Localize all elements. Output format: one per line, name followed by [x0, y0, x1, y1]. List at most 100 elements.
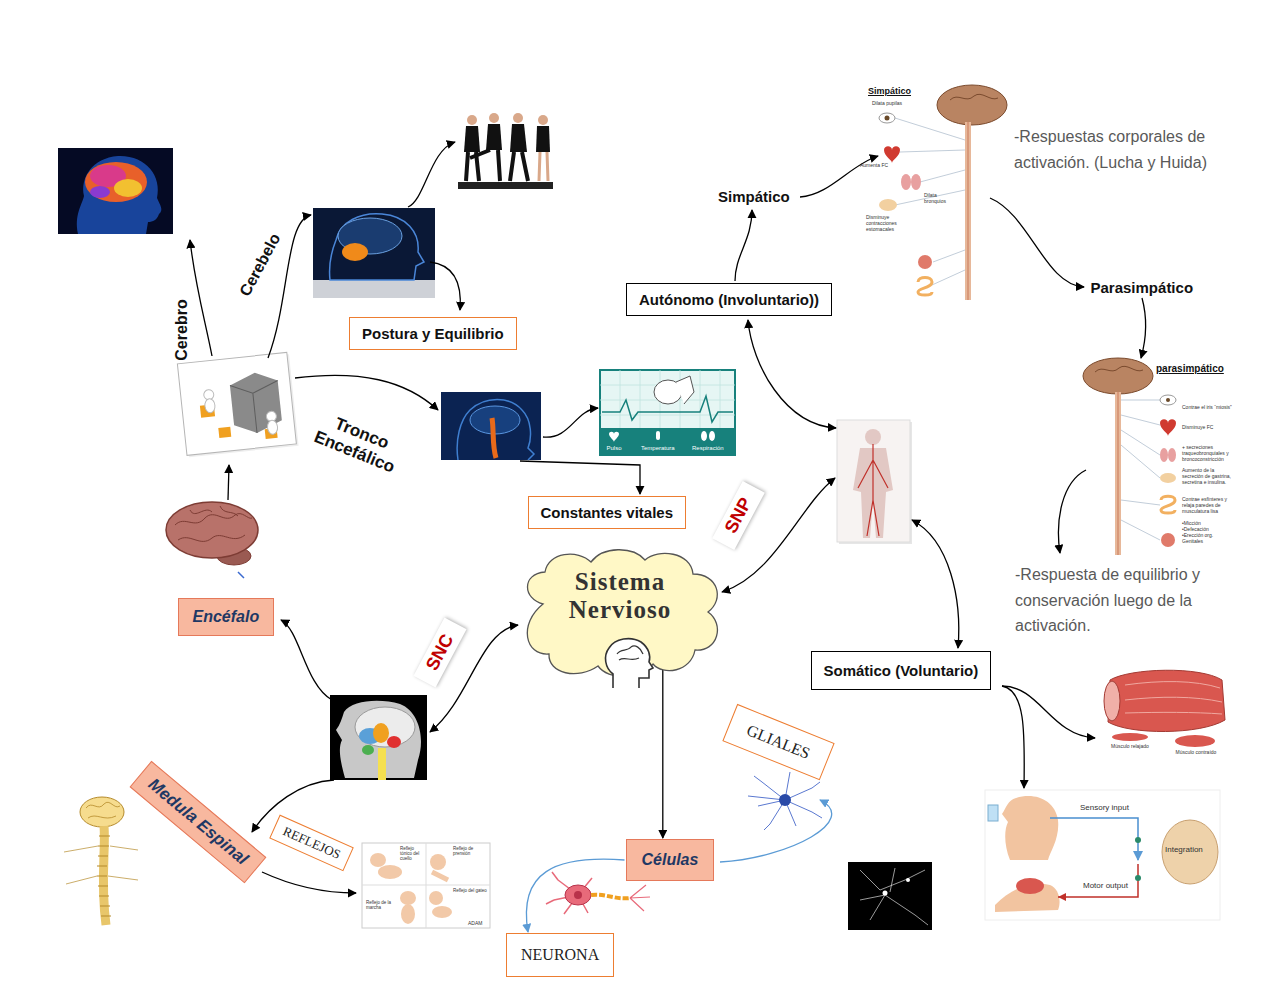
vital-signs-picture [600, 428, 735, 455]
sympathetic-chart [950, 94, 998, 100]
branch-label: Cerebelo [236, 231, 284, 300]
photo-caption: Reflejo de la marcha [366, 900, 396, 910]
node-text: Encéfalo [193, 608, 260, 626]
dancers-photo [536, 126, 550, 152]
branch-label: Cerebro [172, 299, 190, 360]
neuron-illustration [546, 872, 592, 914]
dancers-photo [510, 124, 527, 152]
note-text: -Respuesta de equilibrio y conservación … [1015, 562, 1215, 639]
puzzle-box-picture [177, 352, 298, 457]
arrow-lines [735, 210, 752, 281]
concept-box: Somático (Voluntario) [811, 651, 992, 690]
branch-label: Simpático [718, 188, 790, 205]
reflex-arc-picture [985, 790, 1220, 920]
parasympathetic-chart [1160, 419, 1176, 436]
spine-figure [86, 802, 120, 818]
arrow-lines [190, 142, 1146, 893]
brain-picture [175, 514, 252, 525]
spine-figure [64, 846, 138, 884]
cerebellum-photo [313, 280, 435, 298]
cerebellum-photo [342, 243, 368, 261]
glial-cell-illustration [748, 772, 822, 830]
reflex-arc-picture [1058, 864, 1138, 897]
cns-head-picture [330, 695, 427, 780]
node-text: Medula Espinal [144, 775, 252, 870]
vital-sign-label: Respiración [692, 445, 724, 451]
puzzle-box-picture [204, 398, 215, 413]
brainstem-photo [441, 392, 541, 460]
dancers-photo [458, 113, 553, 189]
photo-caption: Reflejo tónico del cuello [400, 846, 425, 862]
infant-reflexes-photo [432, 872, 448, 880]
sympathetic-chart [884, 146, 900, 163]
infant-reflexes-photo [400, 891, 416, 905]
branch-band: SNP [712, 480, 765, 549]
vital-signs-picture [656, 431, 660, 440]
sympathetic-chart [968, 122, 969, 300]
infant-reflexes-photo [430, 854, 446, 870]
photo-caption: Reflejo del gateo [453, 888, 487, 893]
infant-reflexes-photo [362, 843, 490, 928]
concept-box: NEURONA [506, 933, 614, 977]
astrocyte-micrograph [860, 868, 928, 925]
dancers-photo [486, 124, 502, 150]
parasympathetic-chart [1118, 392, 1119, 555]
arrow-lines [990, 198, 1084, 287]
puzzle-box-picture [229, 371, 283, 436]
arrow-lines [1002, 686, 1095, 738]
dancers-photo [464, 126, 480, 152]
arrow-lines [1058, 470, 1086, 553]
cns-head-picture [387, 736, 401, 748]
note-text: -Respuestas corporales de activación. (L… [1014, 124, 1242, 175]
connector [662, 668, 663, 838]
cns-head-picture [378, 748, 386, 780]
cloud-node: Sistema Nervioso [513, 544, 727, 692]
brain-head-photo [58, 148, 173, 234]
muscle-picture [1112, 733, 1148, 741]
brainstem-photo [457, 400, 534, 461]
puzzle-box-picture [267, 420, 278, 435]
puzzle-box-picture [230, 381, 283, 436]
brain-picture [178, 535, 245, 541]
cloud-outline [606, 639, 653, 688]
vital-signs-picture [701, 431, 707, 441]
chart-note: Disminuye FC [1182, 424, 1232, 430]
chart-note: Dilata bronquios [924, 192, 958, 204]
dancers-photo [513, 113, 523, 123]
arrow-lines [912, 520, 959, 648]
neuron-illustration [574, 891, 582, 899]
cerebellum-photo [313, 208, 435, 280]
chart-note: Dilata pupilas [872, 100, 902, 106]
spine-figure [80, 797, 124, 827]
arrow-lines [748, 320, 836, 428]
arrow-lines [295, 375, 438, 410]
node-text: Constantes vitales [541, 504, 674, 521]
concept-box: Autónomo (Involuntario)) [626, 283, 832, 316]
astrocyte-micrograph [848, 862, 932, 930]
arrow-lines [543, 408, 598, 437]
brainstem-photo [492, 418, 496, 458]
parasympathetic-chart [1168, 448, 1176, 462]
reflex-arc-picture [1058, 893, 1066, 901]
brain-picture [238, 572, 244, 578]
vital-signs-picture [676, 376, 694, 404]
parasympathetic-chart [1160, 473, 1176, 483]
muscle-picture [1108, 670, 1225, 731]
infant-reflexes-photo [432, 906, 452, 918]
node-text: Autónomo (Involuntario)) [639, 291, 819, 308]
vital-signs-picture [709, 431, 715, 441]
astrocyte-micrograph [906, 878, 910, 882]
arrow-lines [228, 465, 229, 500]
arrow-lines [1002, 686, 1024, 788]
reflex-arc-picture [1135, 837, 1141, 843]
reflex-arc-picture [985, 790, 1220, 920]
spine-figure [64, 797, 138, 925]
cloud-outline [617, 646, 643, 660]
signal-label: Sensory input [1080, 803, 1129, 812]
muscle-picture [1104, 670, 1225, 747]
concept-box: Postura y Equilibrio [349, 317, 517, 350]
parasympathetic-chart [1083, 358, 1176, 555]
parasympathetic-chart [1161, 496, 1175, 513]
arrow-lines [520, 461, 640, 494]
parasympathetic-chart [1083, 358, 1153, 394]
